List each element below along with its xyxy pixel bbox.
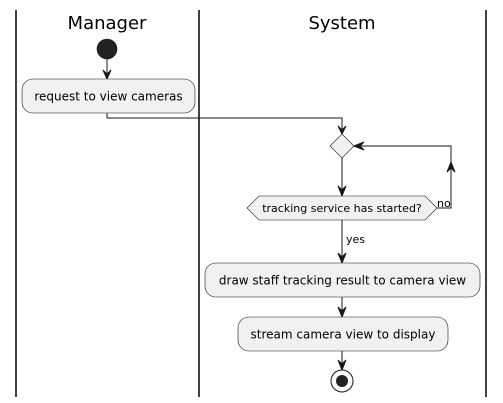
- arrow-head: [352, 141, 365, 151]
- activity-request: [21, 78, 196, 114]
- end-node-inner: [336, 375, 348, 387]
- arrow-head: [337, 252, 347, 265]
- edge-yes-label: yes: [346, 233, 365, 246]
- arrow-head: [337, 359, 347, 372]
- merge-diamond: [329, 133, 355, 159]
- activity-request-label: request to view cameras: [34, 90, 182, 104]
- arrow-head: [446, 160, 456, 173]
- arrow-head: [337, 125, 347, 136]
- edge-request-to-merge: [106, 113, 343, 130]
- arrow-head: [102, 69, 112, 81]
- activity-draw-tracking-label: draw staff tracking result to camera vie…: [219, 274, 466, 288]
- activity-stream-view-label: stream camera view to display: [251, 328, 436, 342]
- activity-stream-view: [237, 316, 449, 352]
- edge-no-loop: [354, 145, 452, 209]
- start-node: [96, 38, 118, 60]
- decision-tracking-started-label: tracking service has started?: [262, 202, 422, 215]
- arrow-head: [337, 185, 347, 198]
- lane-title-manager: Manager: [68, 13, 147, 34]
- edge-no-label: no: [437, 197, 451, 210]
- lane-title-system: System: [308, 13, 375, 34]
- arrow-head: [337, 306, 347, 319]
- decision-tracking-started: [246, 195, 438, 221]
